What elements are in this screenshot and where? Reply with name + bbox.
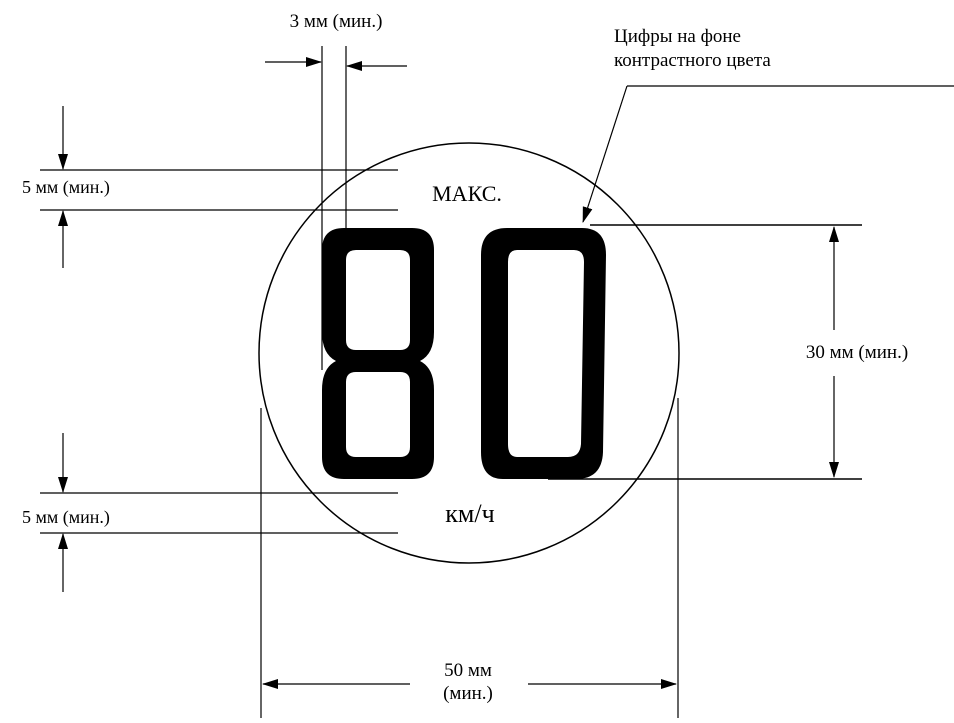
unit-label: км/ч xyxy=(445,499,494,528)
contrast-note-line1: Цифры на фоне xyxy=(614,26,741,47)
sign-circle xyxy=(258,142,680,564)
diameter-dimension: 50 мм (мин.) xyxy=(260,398,679,718)
digit-height-dimension: 30 мм (мин.) xyxy=(548,224,908,480)
diameter-label-line2: (мин.) xyxy=(443,683,493,704)
bottom-margin-label: 5 мм (мин.) xyxy=(22,507,110,528)
diameter-label-line1: 50 мм xyxy=(444,660,492,681)
contrast-note-callout: Цифры на фоне контрастного цвета xyxy=(582,26,954,223)
stroke-gap-label: 3 мм (мин.) xyxy=(290,11,383,32)
stroke-gap-dimension: 3 мм (мин.) xyxy=(265,11,407,370)
max-label: МАКС. xyxy=(432,181,502,206)
digit-zero-glyph xyxy=(481,228,606,479)
digit-eight-glyph xyxy=(322,228,434,479)
digit-height-label: 30 мм (мин.) xyxy=(806,342,908,363)
top-margin-dimension: 5 мм (мин.) xyxy=(22,106,398,268)
top-margin-label: 5 мм (мин.) xyxy=(22,177,110,198)
contrast-note-line2: контрастного цвета xyxy=(614,50,771,71)
bottom-margin-dimension: 5 мм (мин.) xyxy=(22,433,398,592)
